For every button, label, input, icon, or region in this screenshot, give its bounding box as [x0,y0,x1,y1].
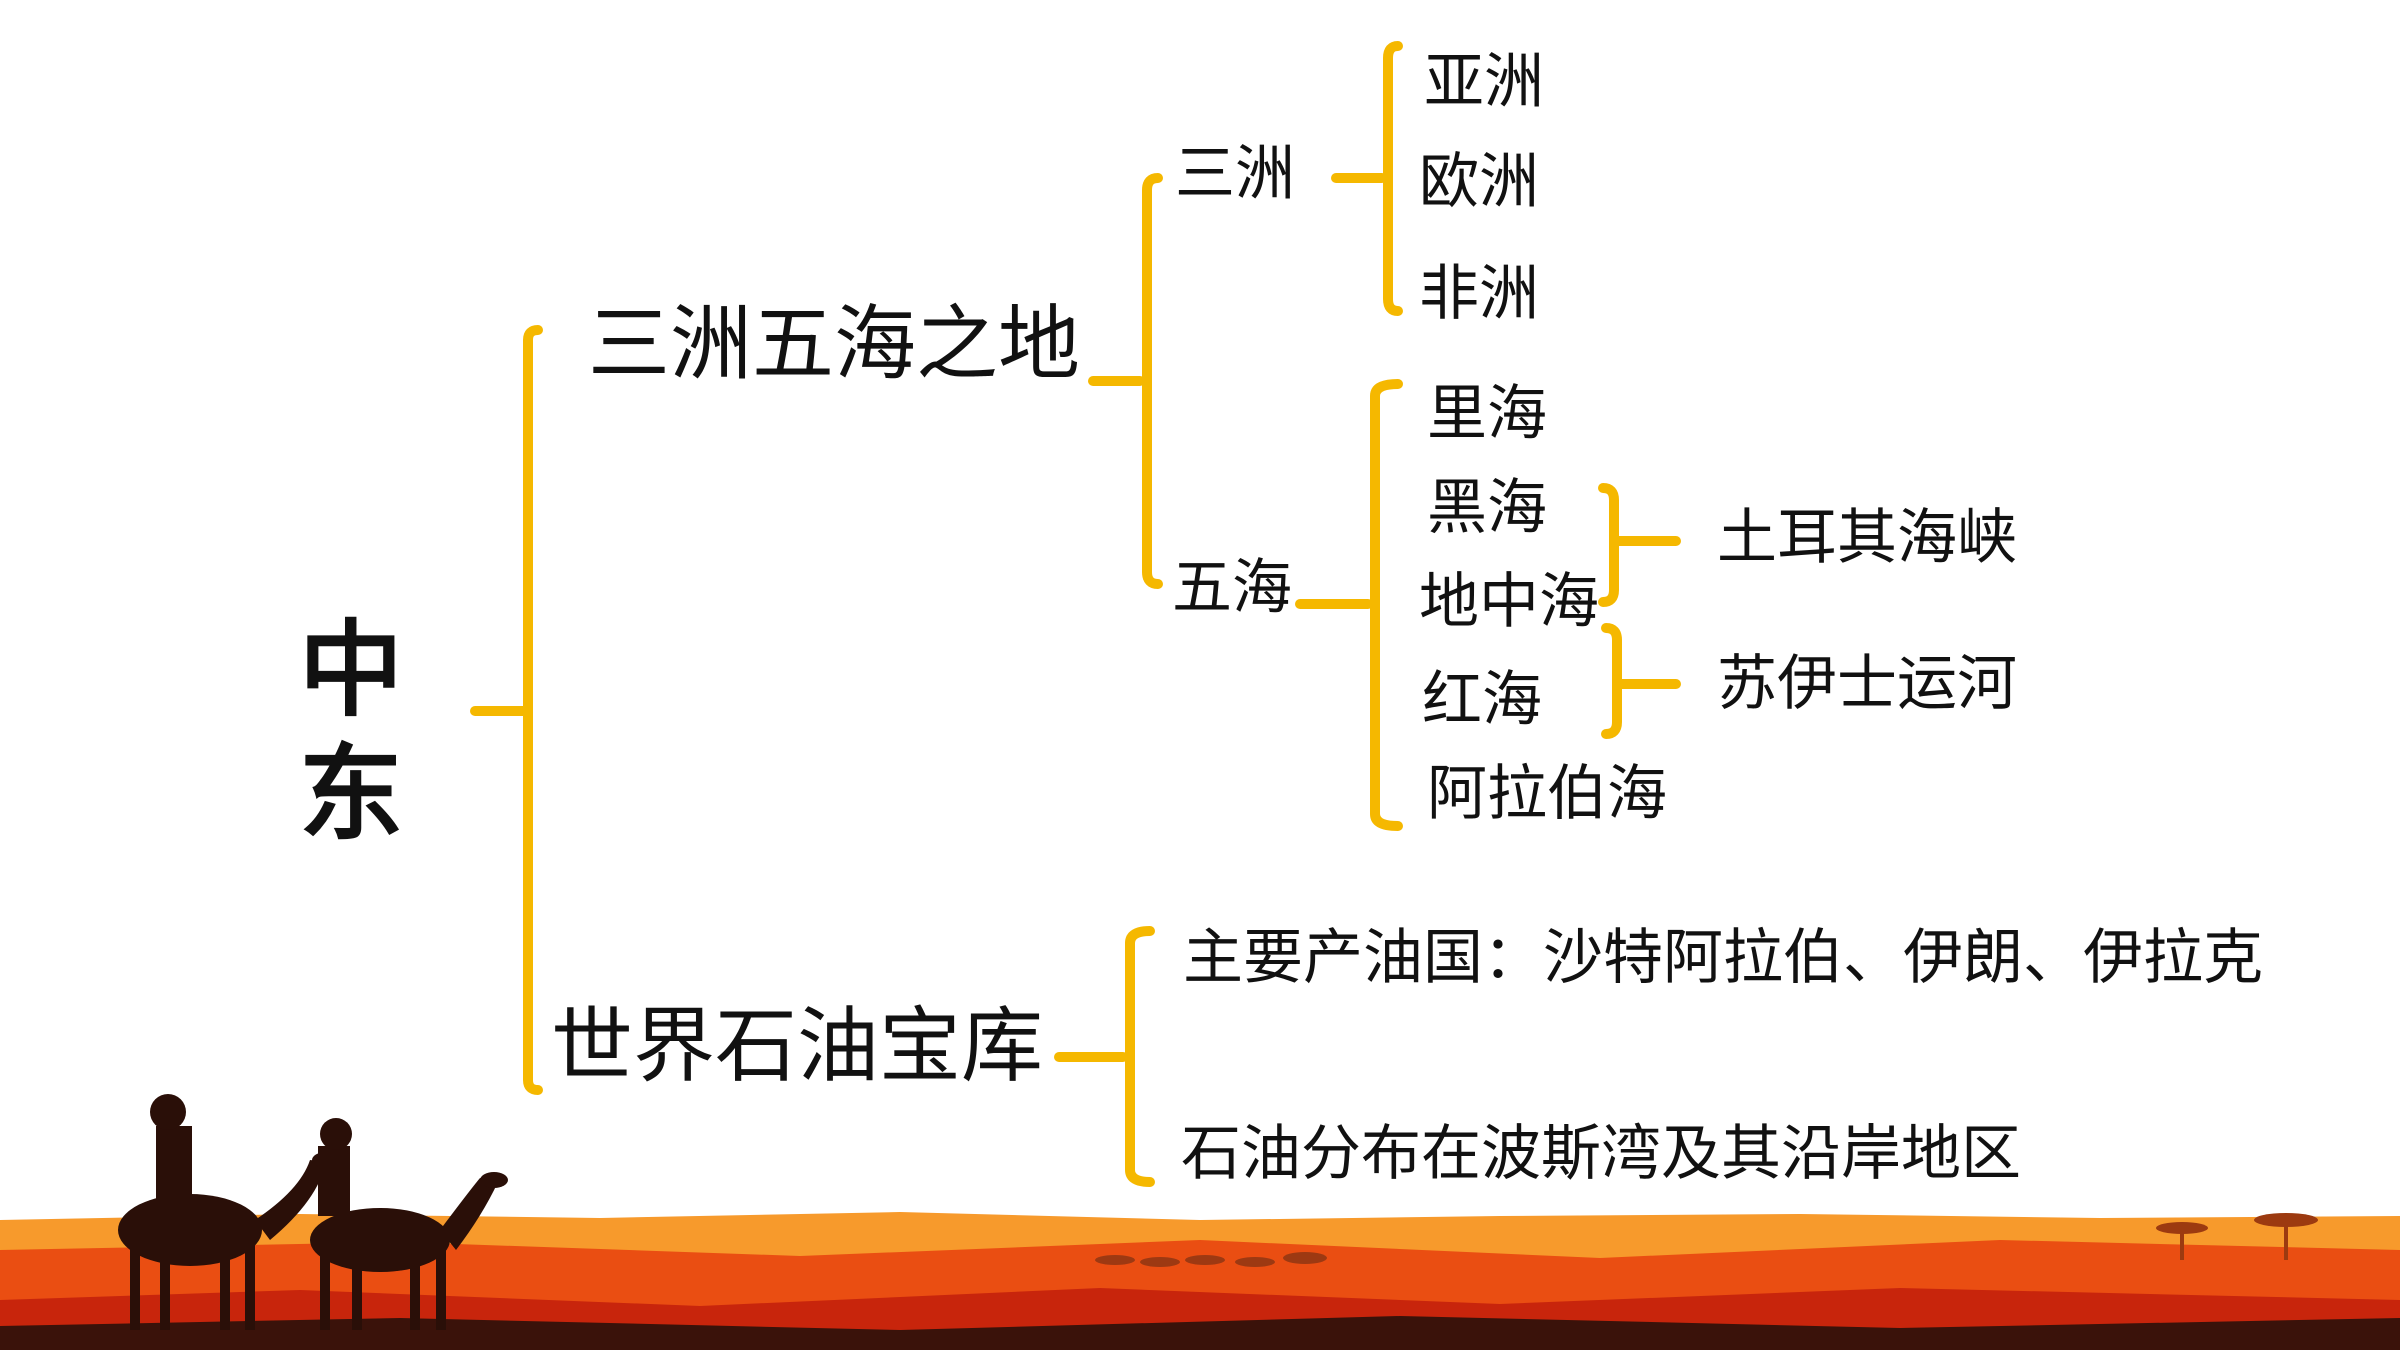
straits-bracket [1598,483,1619,607]
continent-item: 亚洲 [1424,47,1544,117]
root-char-1: 中 [298,609,403,731]
sea-item: 阿拉伯海 [1427,759,1667,829]
camel-riders-icon [118,1094,508,1330]
continent-item: 非洲 [1419,259,1539,329]
oil-item-distribution: 石油分布在波斯湾及其沿岸地区 [1181,1119,2021,1189]
acacia-tree-icon [2156,1213,2318,1260]
root-char-2: 东 [298,733,403,855]
sea-item: 黑海 [1427,473,1547,543]
canal-label: 苏伊士运河 [1717,649,2017,719]
geo-branch-label: 三洲五海之地 [588,297,1081,392]
main-bracket [523,325,543,1095]
ground-dark-ridge [0,1316,2400,1350]
seas-label: 五海 [1172,553,1292,623]
oil-branch-label: 世界石油宝库 [551,999,1044,1094]
straits-label: 土耳其海峡 [1717,503,2017,573]
oil-bracket [1125,926,1155,1187]
sea-item: 地中海 [1419,567,1599,637]
geo-bracket [1142,173,1163,589]
oil-item-producers: 主要产油国：沙特阿拉伯、伊朗、伊拉克 [1183,923,2263,993]
sea-item: 红海 [1422,665,1542,735]
distant-caravan-icon [1095,1252,1327,1267]
continents-bracket [1383,41,1403,316]
continents-label: 三洲 [1175,139,1295,209]
desert-ground-decoration [0,1094,2400,1350]
canal-bracket [1601,623,1622,739]
sea-item: 里海 [1427,379,1547,449]
seas-bracket [1370,379,1403,831]
continent-item: 欧洲 [1419,147,1539,217]
